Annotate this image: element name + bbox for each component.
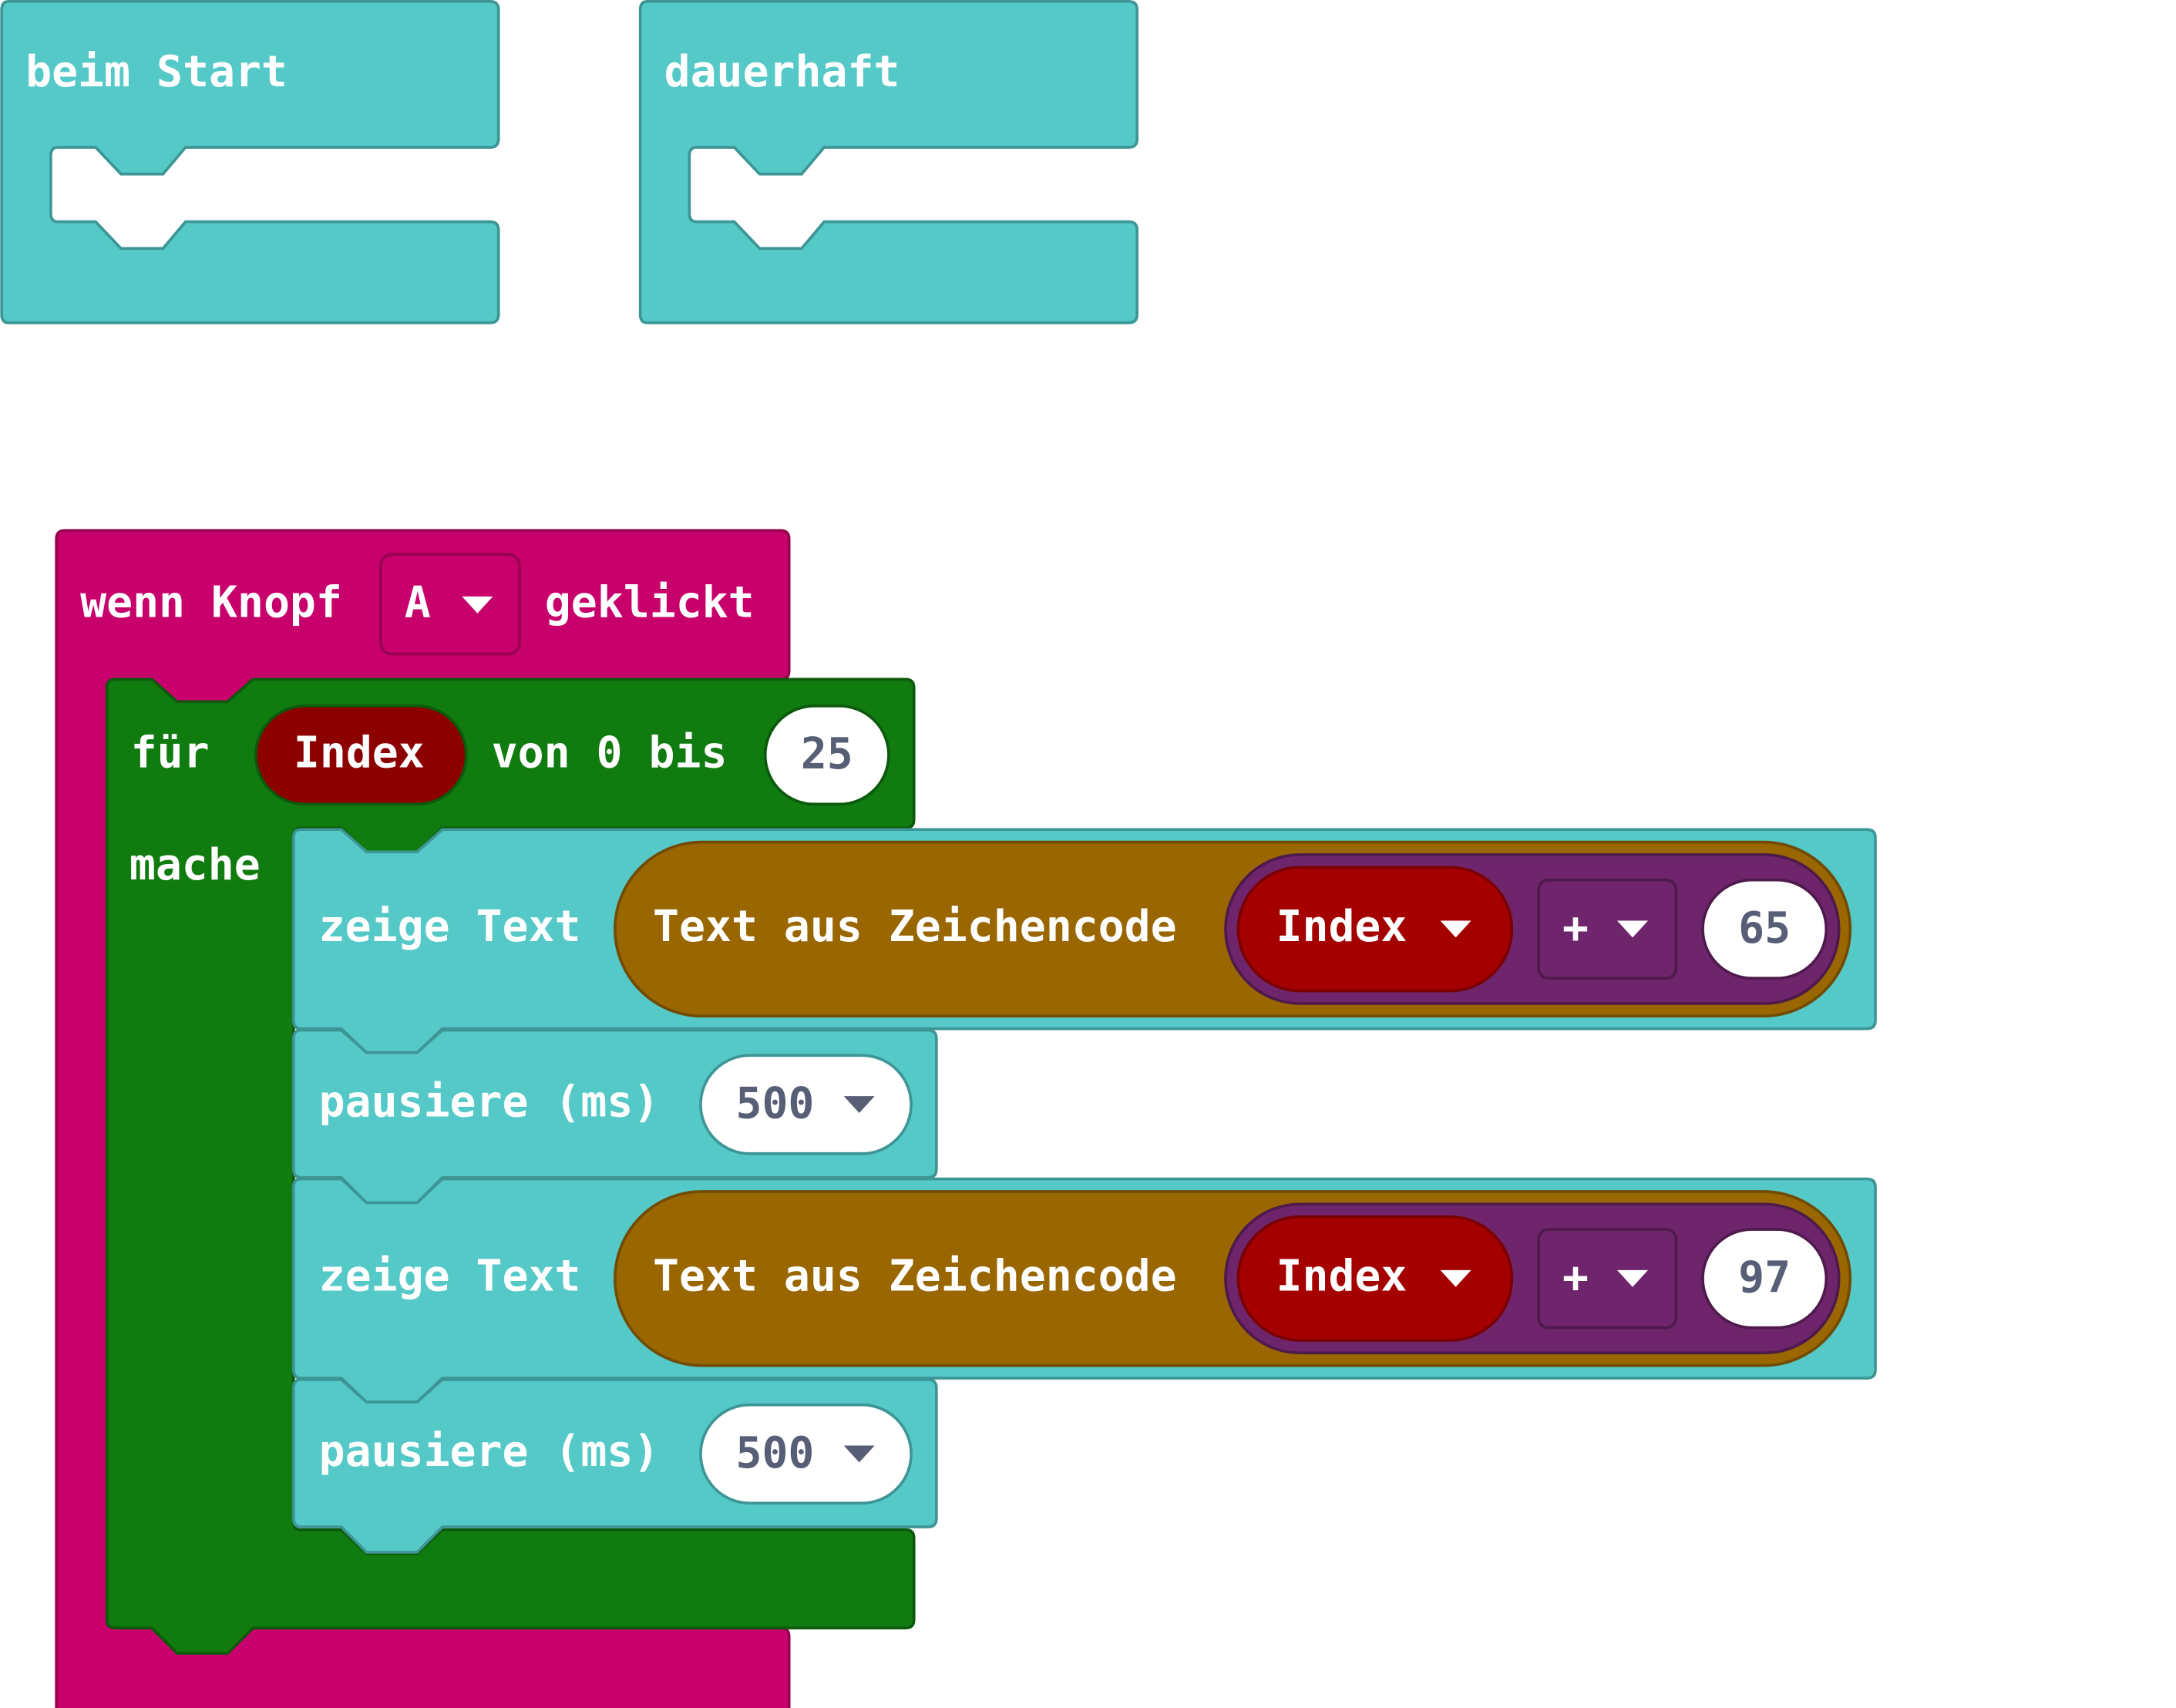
loop-end-value: 25 (801, 729, 853, 779)
operand-input[interactable]: 97 (1701, 1228, 1828, 1330)
char-from-code-reporter[interactable]: Text aus Zeichencode Index + 97 (614, 1190, 1852, 1367)
pause-duration-value: 500 (735, 1428, 814, 1478)
event-label-prefix: wenn Knopf (80, 577, 342, 627)
char-from-code-reporter[interactable]: Text aus Zeichencode Index + 65 (614, 840, 1852, 1018)
for-loop-block[interactable]: für Index von 0 bis 25 mache (105, 677, 916, 1655)
show-string-label: zeige Text (319, 1251, 581, 1301)
operand-value: 65 (1738, 903, 1791, 953)
do-label: mache (129, 840, 261, 890)
event-label-suffix: geklickt (545, 577, 755, 627)
char-from-code-label: Text aus Zeichencode (653, 1251, 1177, 1301)
forever-block[interactable]: dauerhaft (638, 0, 1139, 324)
operator-dropdown[interactable]: + (1537, 1228, 1678, 1330)
chevron-down-icon (1616, 1269, 1649, 1287)
chevron-down-icon (462, 596, 493, 614)
show-string-block-1[interactable]: zeige Text Text aus Zeichencode Index + (292, 828, 1877, 1054)
pause-label: pausiere (ms) (319, 1078, 660, 1128)
variable-reporter[interactable]: Index (1236, 866, 1514, 993)
operand-input[interactable]: 65 (1701, 878, 1828, 980)
math-operation-reporter[interactable]: Index + 65 (1224, 853, 1841, 1005)
pause-duration-dropdown[interactable]: 500 (699, 1403, 913, 1505)
on-start-block[interactable]: beim Start (0, 0, 500, 324)
operand-value: 97 (1738, 1252, 1791, 1303)
operator-dropdown[interactable]: + (1537, 878, 1678, 980)
chevron-down-icon (1440, 1269, 1471, 1287)
operator-value: + (1562, 903, 1589, 953)
char-from-code-label: Text aus Zeichencode (653, 902, 1177, 952)
on-start-label: beim Start (25, 47, 288, 97)
pause-block-1[interactable]: pausiere (ms) 500 (292, 1028, 938, 1205)
chevron-down-icon (843, 1096, 875, 1113)
chevron-down-icon (1616, 920, 1649, 938)
range-label: von 0 bis (492, 728, 728, 778)
loop-variable-name: Index (294, 728, 425, 778)
operator-value: + (1562, 1252, 1589, 1303)
math-operation-reporter[interactable]: Index + 97 (1224, 1202, 1841, 1355)
show-string-block-2[interactable]: zeige Text Text aus Zeichencode Index + (292, 1177, 1877, 1404)
button-dropdown-value: A (405, 577, 431, 627)
show-string-label: zeige Text (319, 902, 581, 952)
variable-name: Index (1276, 902, 1407, 952)
forever-label: dauerhaft (664, 47, 900, 97)
for-label: für (131, 728, 210, 778)
loop-variable-reporter[interactable]: Index (254, 704, 468, 806)
chevron-down-icon (1440, 920, 1471, 938)
pause-duration-dropdown[interactable]: 500 (699, 1054, 913, 1155)
pause-label: pausiere (ms) (319, 1427, 660, 1477)
pause-block-2[interactable]: pausiere (ms) 500 (292, 1378, 938, 1554)
chevron-down-icon (843, 1445, 875, 1463)
button-pressed-event-block[interactable]: wenn Knopf A geklickt (55, 529, 791, 1708)
button-dropdown[interactable]: A (378, 553, 521, 656)
loop-end-input[interactable]: 25 (763, 704, 890, 806)
variable-name: Index (1276, 1251, 1407, 1301)
pause-duration-value: 500 (735, 1078, 814, 1128)
variable-reporter[interactable]: Index (1236, 1215, 1514, 1342)
